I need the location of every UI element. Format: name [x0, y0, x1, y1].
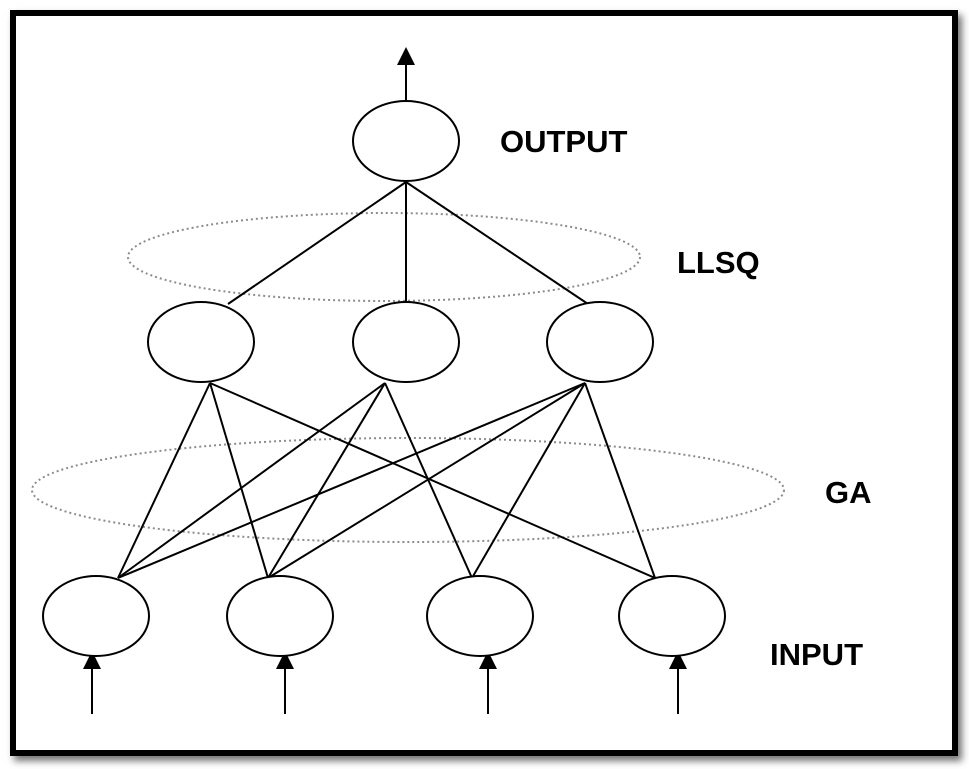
input-hidden-edge [117, 382, 386, 579]
input-label: INPUT [770, 637, 863, 672]
ga-layer-ellipse [31, 437, 785, 543]
input-hidden-edge [209, 382, 656, 579]
ga-label: GA [825, 475, 872, 510]
input-node-4 [618, 575, 726, 657]
hidden-output-edge [405, 181, 589, 305]
input-node-1 [42, 575, 150, 657]
input-hidden-edge [117, 382, 211, 579]
hidden-node-2 [352, 301, 460, 383]
input-hidden-edge [117, 382, 586, 579]
output-label: OUTPUT [500, 124, 628, 159]
input-node-3 [426, 575, 534, 657]
llsq-layer-ellipse [127, 212, 641, 302]
hidden-output-edge [227, 181, 407, 305]
hidden-node-3 [546, 301, 654, 383]
input-hidden-edge [267, 382, 586, 579]
input-hidden-edge [267, 382, 386, 579]
llsq-label: LLSQ [677, 245, 760, 280]
hidden-node-1 [147, 301, 255, 383]
input-hidden-edge [384, 382, 473, 579]
output-node [352, 100, 460, 182]
input-node-2 [226, 575, 334, 657]
connection-lines [117, 181, 656, 579]
input-hidden-edge [584, 382, 656, 579]
input-hidden-edge [471, 382, 586, 579]
input-hidden-edge [209, 382, 269, 579]
